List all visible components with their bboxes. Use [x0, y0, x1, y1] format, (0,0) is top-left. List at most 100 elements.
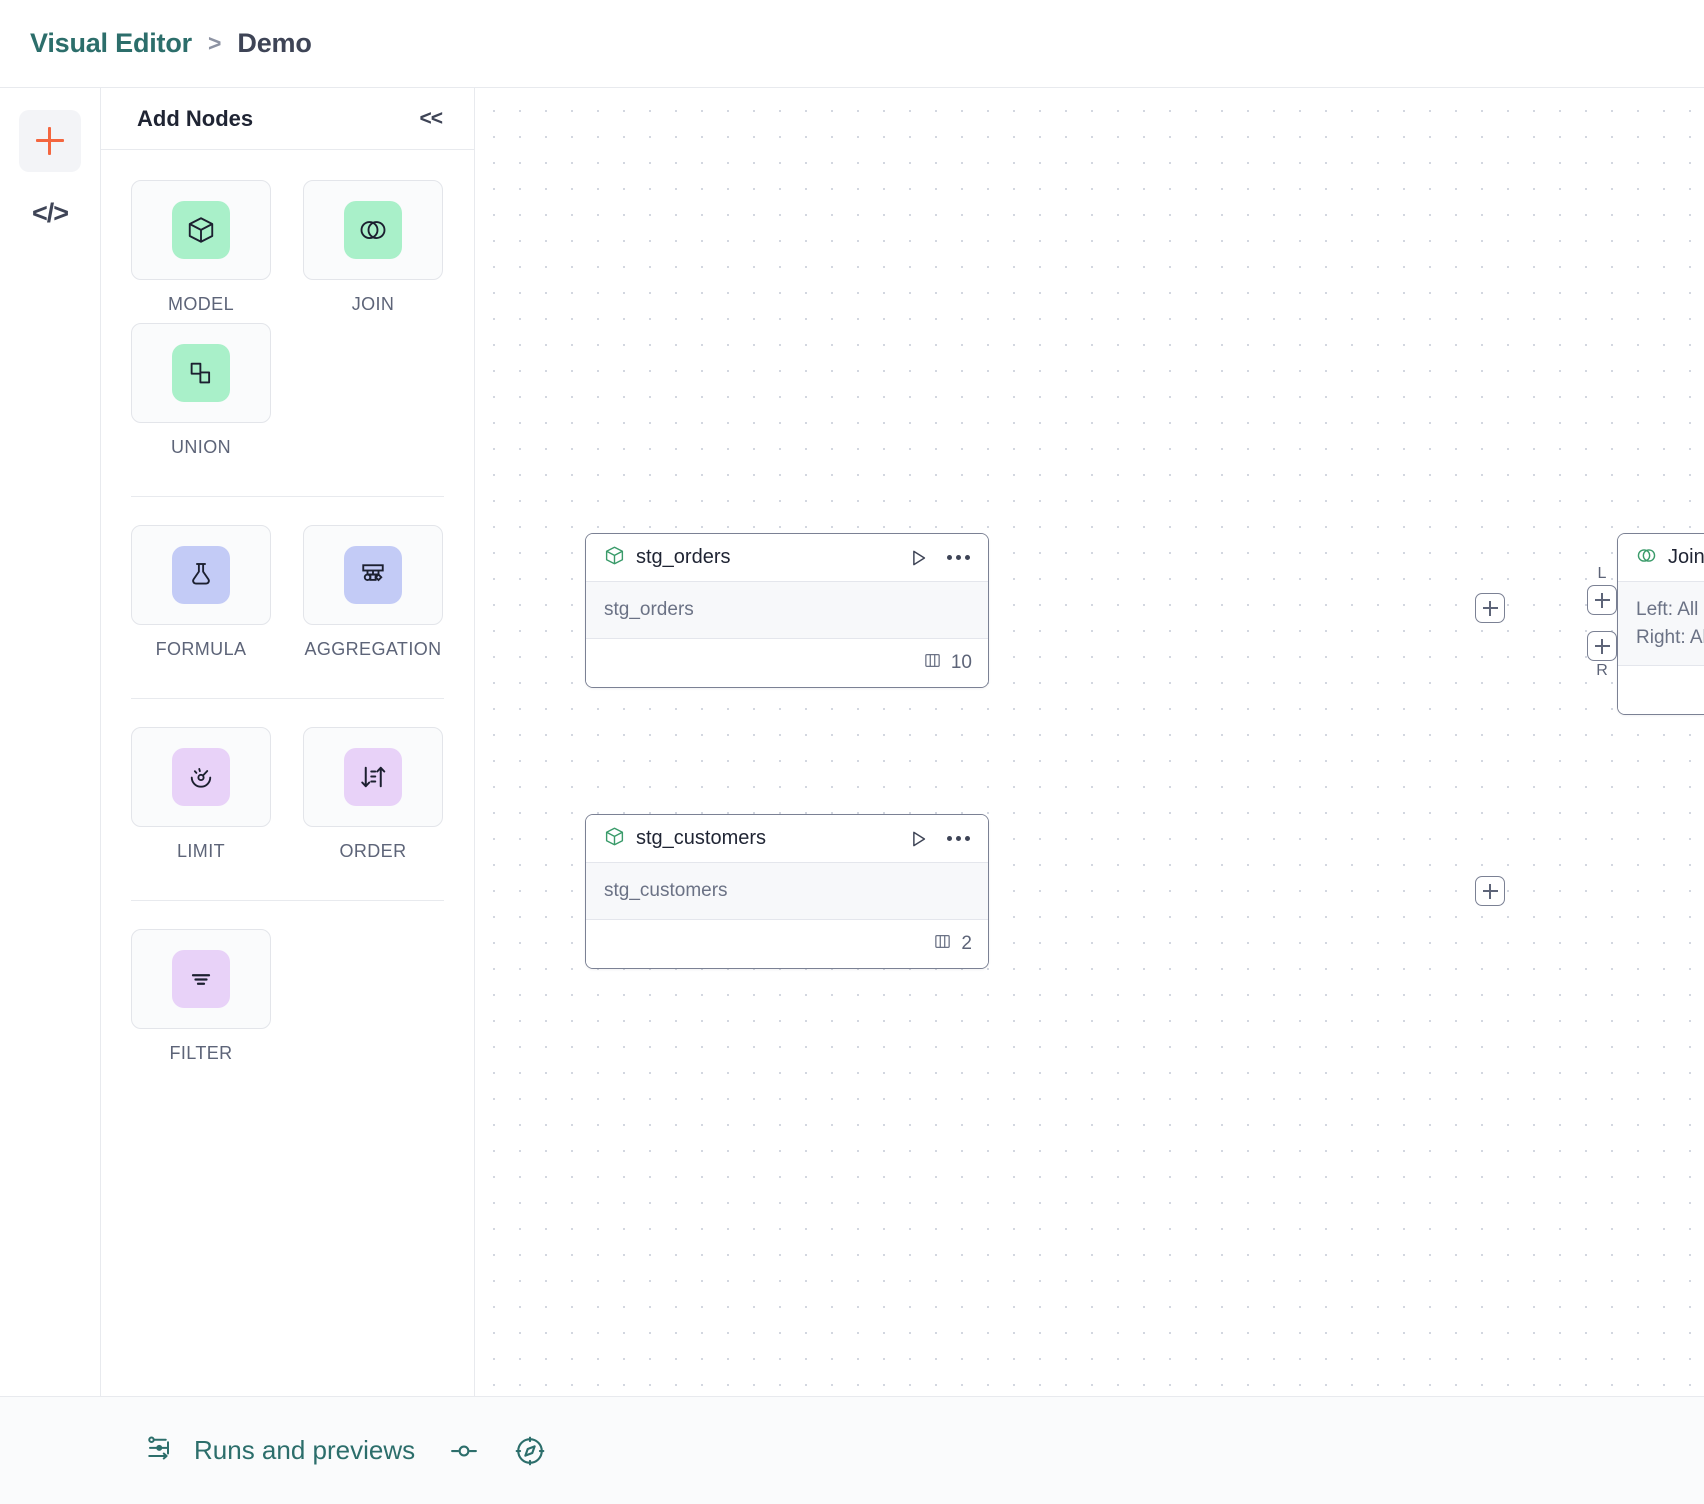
palette-tile-limit [131, 727, 271, 827]
node-body-line: stg_orders [604, 599, 694, 620]
palette-group-sources: MODEL JOIN [131, 180, 444, 466]
node-menu-icon[interactable] [945, 830, 972, 847]
output-port-stg-customers[interactable] [1475, 876, 1505, 906]
node-header: stg_orders [586, 534, 988, 582]
edge-layer [475, 88, 775, 238]
palette-group-rowops: LIMIT ORDER [131, 727, 444, 870]
code-view-rail-button[interactable]: </> [19, 182, 81, 244]
node-header: Join 1 [1618, 534, 1704, 582]
palette-item-formula[interactable]: FORMULA [131, 525, 271, 660]
column-count: 2 [961, 932, 972, 954]
palette-item-aggregation[interactable]: AGGREGATION [303, 525, 443, 660]
palette-label-limit: LIMIT [176, 841, 225, 861]
collapse-panel-icon[interactable]: << [419, 106, 443, 130]
palette-label-formula: FORMULA [155, 639, 247, 659]
node-body-line: stg_customers [604, 880, 728, 901]
palette-label-union: UNION [171, 437, 231, 457]
palette-tile-order [303, 727, 443, 827]
runs-and-previews-button[interactable]: Runs and previews [145, 1433, 415, 1468]
palette-label-filter: FILTER [169, 1043, 233, 1063]
node-body: stg_customers [586, 863, 988, 920]
sort-icon [344, 748, 402, 806]
node-body-line-left: Left: All columns [1636, 599, 1704, 620]
palette-tile-union [131, 323, 271, 423]
columns-icon [933, 932, 952, 956]
palette-item-filter[interactable]: FILTER [131, 929, 271, 1064]
input-port-join-left[interactable] [1587, 585, 1617, 615]
limit-icon [172, 748, 230, 806]
palette-item-limit[interactable]: LIMIT [131, 727, 271, 862]
palette-item-union[interactable]: UNION [131, 323, 271, 458]
palette-tile-formula [131, 525, 271, 625]
aggregate-icon [344, 546, 402, 604]
palette-label-model: MODEL [167, 294, 234, 314]
editor-body: </> Add Nodes << [0, 88, 1704, 1396]
palette-divider-1 [131, 496, 444, 497]
cube-icon [172, 201, 230, 259]
node-footer: 12 [1618, 666, 1704, 715]
compass-icon[interactable] [513, 1434, 547, 1468]
flow-node-stg-customers[interactable]: stg_customers stg_customers [585, 814, 989, 969]
run-node-icon[interactable] [907, 547, 929, 569]
join-left-port-label: L [1597, 565, 1607, 582]
node-title: stg_orders [636, 546, 731, 568]
plus-icon [1594, 592, 1610, 608]
node-body: stg_orders [586, 582, 988, 639]
add-nodes-header: Add Nodes << [101, 88, 474, 150]
palette-label-order: ORDER [339, 841, 407, 861]
node-title: stg_customers [636, 827, 767, 849]
palette-tile-join [303, 180, 443, 280]
bottom-toolbar: Runs and previews [0, 1396, 1704, 1504]
code-icon: </> [31, 197, 69, 228]
plus-icon [36, 127, 64, 155]
cube-icon [604, 826, 625, 852]
node-footer: 10 [586, 638, 988, 687]
palette-group-transforms: FORMULA [131, 525, 444, 668]
join-right-port-label: R [1596, 662, 1608, 679]
cube-icon [604, 545, 625, 571]
palette-divider-2 [131, 698, 444, 699]
slider-icon[interactable] [447, 1434, 481, 1468]
node-title: Join 1 [1668, 546, 1704, 568]
add-nodes-title: Add Nodes [137, 105, 254, 131]
output-port-stg-orders[interactable] [1475, 593, 1505, 623]
plus-icon [1482, 883, 1498, 899]
pipeline-icon [145, 1433, 175, 1468]
flow-node-join-1[interactable]: Join 1 Left: All columns R [1617, 533, 1704, 716]
node-header: stg_customers [586, 815, 988, 863]
columns-icon [923, 651, 942, 675]
add-node-rail-button[interactable] [19, 110, 81, 172]
run-node-icon[interactable] [907, 828, 929, 850]
breadcrumb-current-page: Demo [237, 28, 312, 58]
node-header-actions [907, 547, 972, 569]
palette-label-aggregation: AGGREGATION [304, 639, 442, 659]
breadcrumb-separator: > [207, 30, 222, 56]
breadcrumb-bar: Visual Editor > Demo [0, 0, 1704, 88]
input-port-join-right[interactable] [1587, 631, 1617, 661]
flask-icon [172, 546, 230, 604]
union-icon [172, 344, 230, 402]
plus-icon [1482, 600, 1498, 616]
palette-tile-aggregation [303, 525, 443, 625]
palette-tile-model [131, 180, 271, 280]
add-nodes-list: MODEL JOIN [101, 150, 474, 1072]
palette-group-filter: FILTER [131, 929, 444, 1072]
palette-tile-filter [131, 929, 271, 1029]
palette-item-join[interactable]: JOIN [303, 180, 443, 315]
flow-node-stg-orders[interactable]: stg_orders stg_orders [585, 533, 989, 688]
plus-icon [1594, 638, 1610, 654]
node-body: Left: All columns Right: All columns [1618, 582, 1704, 667]
left-icon-rail: </> [0, 88, 101, 1396]
filter-icon [172, 950, 230, 1008]
node-header-actions [907, 828, 972, 850]
breadcrumb-root-link[interactable]: Visual Editor [30, 28, 192, 58]
column-count: 10 [950, 651, 972, 673]
palette-item-model[interactable]: MODEL [131, 180, 271, 315]
node-footer: 2 [586, 919, 988, 968]
node-body-line-right: Right: All columns [1636, 626, 1704, 648]
palette-item-order[interactable]: ORDER [303, 727, 443, 862]
flow-canvas[interactable]: stg_orders stg_orders [475, 88, 1704, 1396]
node-menu-icon[interactable] [945, 549, 972, 566]
palette-divider-3 [131, 900, 444, 901]
